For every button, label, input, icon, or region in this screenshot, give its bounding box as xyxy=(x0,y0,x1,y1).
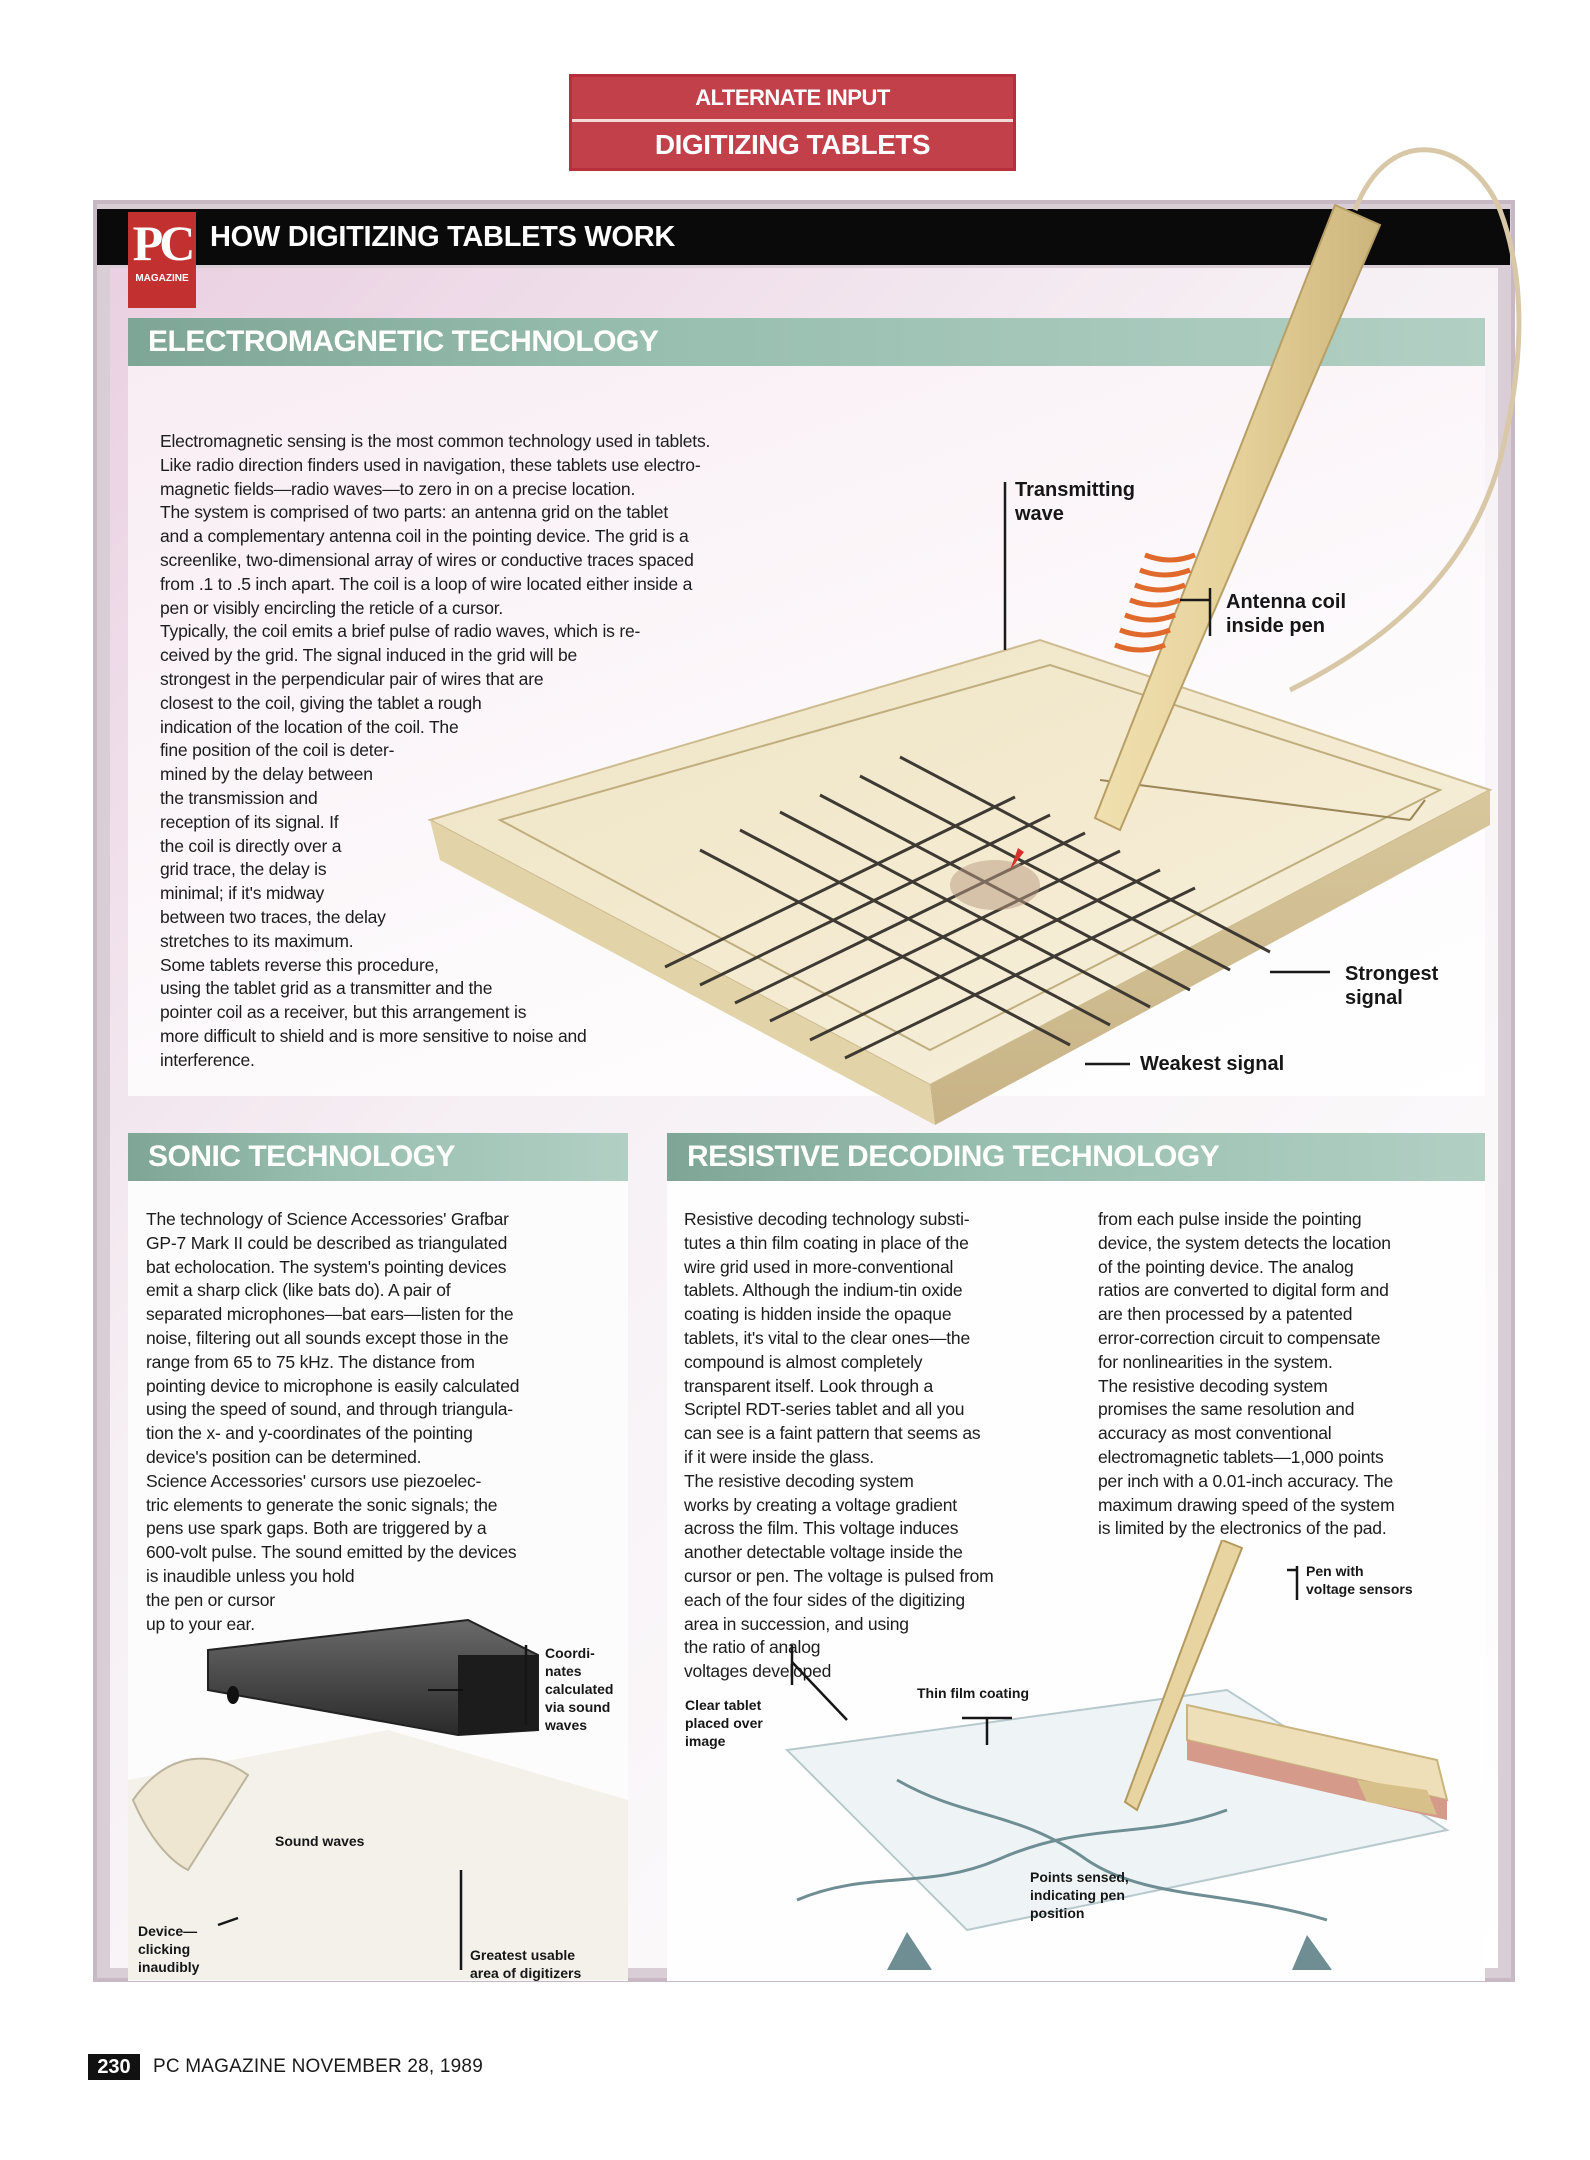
label-weakest-signal: Weakest signal xyxy=(1140,1053,1285,1075)
header-section-title: DIGITIZING TABLETS xyxy=(654,129,931,160)
tablet-front xyxy=(430,820,935,1125)
infographic-title: HOW DIGITIZING TABLETS WORK xyxy=(210,221,675,253)
pc-magazine-logo: PC MAGAZINE xyxy=(128,212,196,308)
stylus-pen xyxy=(1093,147,1522,832)
pen-with-voltage-sensors xyxy=(1123,1540,1244,1812)
publication-line: PC MAGAZINE NOVEMBER 28, 1989 xyxy=(153,2056,483,2077)
resistive-illustration xyxy=(784,1540,1450,1970)
resistive-body-column-1: Resistive decoding technology substi- tu… xyxy=(684,1209,994,1682)
sonic-illustration xyxy=(128,1618,628,1980)
label-thin-film-coating: Thin film coating xyxy=(917,1685,1029,1701)
label-pen-with-voltage-sensors: Pen with voltage sensors xyxy=(1306,1563,1413,1597)
label-strongest-signal: Strongest signal xyxy=(1345,963,1439,1009)
sonic-heading: SONIC TECHNOLOGY xyxy=(128,1133,628,1181)
resistive-body-column-2: from each pulse inside the pointing devi… xyxy=(1098,1209,1395,1539)
label-clear-tablet: Clear tablet placed over image xyxy=(685,1697,763,1749)
label-greatest-usable-area: Greatest usable area of digitizers xyxy=(470,1947,582,1981)
resistive-heading: RESISTIVE DECODING TECHNOLOGY xyxy=(667,1133,1485,1181)
label-points-sensed: Points sensed, indicating pen position xyxy=(1030,1869,1129,1921)
page-number: 230 xyxy=(88,2054,140,2080)
label-sound-waves: Sound waves xyxy=(275,1833,365,1849)
label-device-clicking: Device— clicking inaudibly xyxy=(138,1923,200,1975)
electromagnetic-body: Electromagnetic sensing is the most comm… xyxy=(160,431,711,1070)
section-header-box: ALTERNATE INPUT DIGITIZING TABLETS xyxy=(569,74,1016,171)
electromagnetic-heading: ELECTROMAGNETIC TECHNOLOGY xyxy=(128,318,1485,366)
device-clicking xyxy=(131,1757,250,1872)
sonic-body: The technology of Science Accessories' G… xyxy=(146,1209,520,1634)
tablet-side xyxy=(930,790,1490,1125)
antenna-grid xyxy=(664,755,1271,1060)
logo-subtitle: MAGAZINE xyxy=(135,273,189,284)
label-coordinates-calculated: Coordi- nates calculated via sound waves xyxy=(545,1645,614,1733)
logo-letters: PC xyxy=(132,215,196,271)
header-kicker: ALTERNATE INPUT xyxy=(572,77,1013,122)
label-transmitting-wave: Transmitting wave xyxy=(1015,479,1136,525)
infographic-title-bar xyxy=(97,209,1510,265)
label-antenna-coil: Antenna coil inside pen xyxy=(1226,591,1347,637)
